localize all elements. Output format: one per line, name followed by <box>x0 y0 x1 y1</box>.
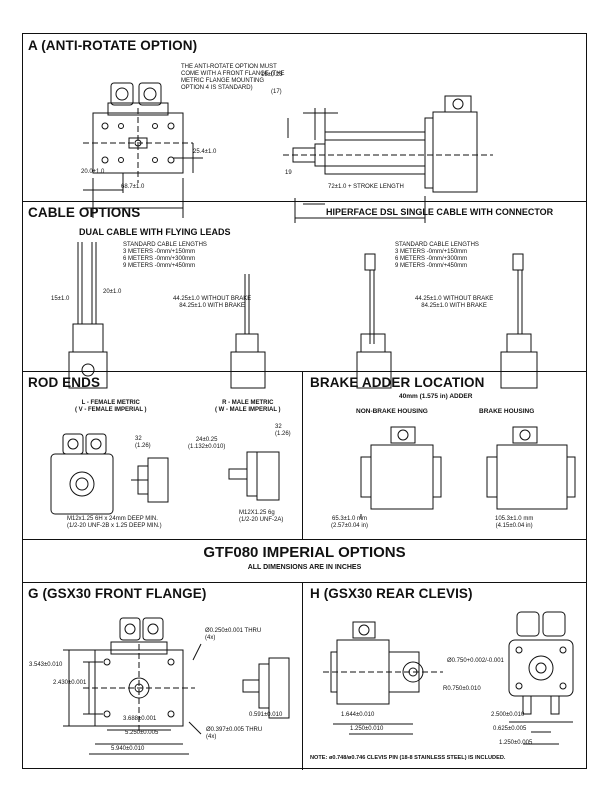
section-title: ROD ENDS <box>28 375 101 390</box>
section-title: G (GSX30 FRONT FLANGE) <box>28 586 207 601</box>
flange-drawing <box>23 604 303 764</box>
rod-ends-drawing <box>23 414 303 534</box>
cable-lengths-note: STANDARD CABLE LENGTHS 3 METERS -0mm/+15… <box>123 242 207 269</box>
divider <box>23 539 586 540</box>
dim-15: 15±1.0 <box>51 296 70 302</box>
brake-length-note: 44.25±1.0 WITHOUT BRAKE 84.25±1.0 WITH B… <box>173 296 252 309</box>
dim-17: (17) <box>271 89 282 95</box>
dim-1250b: 1.250±0.005 <box>499 740 533 746</box>
dim-19: 19 <box>285 170 292 176</box>
clevis-note: NOTE: ø0.748/ø0.746 CLEVIS PIN (18-8 STA… <box>310 755 506 761</box>
thru-250-note: Ø0.250±0.001 THRU (4x) <box>205 628 262 641</box>
imperial-subtitle: ALL DIMENSIONS ARE IN INCHES <box>247 564 362 571</box>
dim-1250a: 1.250±0.010 <box>350 726 384 732</box>
section-title: CABLE OPTIONS <box>28 205 141 220</box>
female-label: L - FEMALE METRIC ( V - FEMALE IMPERIAL … <box>75 400 147 413</box>
dim-24: 24±0.25 (1.132±0.010) <box>188 437 226 450</box>
cable-drawing <box>23 224 588 369</box>
dim-r0750: R0.750±0.010 <box>443 686 481 692</box>
dim-105-3: 105.3±1.0 mm (4.15±0.04 in) <box>495 516 534 529</box>
dim-15: 15±0.25 <box>261 72 283 78</box>
dim-3543: 3.543±0.010 <box>29 662 63 668</box>
dual-cable-title: DUAL CABLE WITH FLYING LEADS <box>79 227 231 237</box>
hiperface-title: HIPERFACE DSL SINGLE CABLE WITH CONNECTO… <box>326 207 554 217</box>
anti-rotate-note: THE ANTI-ROTATE OPTION MUST COME WITH A … <box>181 64 285 91</box>
dim-72: 72±1.0 + STROKE LENGTH <box>328 184 404 190</box>
divider <box>23 582 586 583</box>
brake-label: BRAKE HOUSING <box>479 408 535 415</box>
dim-0625: 0.625±0.005 <box>493 726 527 732</box>
section-title: BRAKE ADDER LOCATION <box>310 375 485 390</box>
clevis-drawing <box>303 604 588 754</box>
divider <box>23 371 586 372</box>
male-label: R - MALE METRIC ( W - MALE IMPERIAL ) <box>215 400 281 413</box>
dim-0750: Ø0.750+0.002/-0.001 <box>447 658 504 664</box>
brake-length-note-hiperface: 44.25±1.0 WITHOUT BRAKE 84.25±1.0 WITH B… <box>415 296 494 309</box>
dim-25-4: 25.4±1.0 <box>193 149 217 155</box>
female-thread-note: M12x1.25 6H x 24mm DEEP MIN. (1/2-20 UNF… <box>67 516 162 529</box>
male-thread-note: M12X1.25 6g (1/2-20 UNF-2A) <box>239 510 284 523</box>
cable-lengths-note-hiperface: STANDARD CABLE LENGTHS 3 METERS -0mm/+15… <box>395 242 479 269</box>
brake-adder-drawing <box>303 419 588 534</box>
dim-1644: 1.644±0.010 <box>341 712 375 718</box>
dim-0591: 0.591±0.010 <box>249 712 283 718</box>
dim-5940: 5.940±0.010 <box>111 746 145 752</box>
dim-32-b: 32 (1.26) <box>275 424 291 437</box>
thru-397-note: Ø0.397±0.005 THRU (4x) <box>206 727 263 740</box>
section-title: H (GSX30 REAR CLEVIS) <box>310 586 473 601</box>
dim-20: 20.0±1.0 <box>81 169 105 175</box>
section-title: A (ANTI-ROTATE OPTION) <box>28 38 198 53</box>
dim-2500: 2.500±0.010 <box>491 712 525 718</box>
dim-5250: 5.250±0.005 <box>125 730 159 736</box>
imperial-title: GTF080 IMPERIAL OPTIONS <box>203 544 406 561</box>
anti-rotate-drawing <box>63 58 583 198</box>
dim-65-3: 65.3±1.0 mm (2.57±0.04 in) <box>331 516 368 529</box>
drawing-sheet: A (ANTI-ROTATE OPTION) THE ANTI-ROTATE O… <box>22 33 588 770</box>
dim-68-7: 68.7±1.0 <box>121 184 145 190</box>
divider <box>302 582 303 770</box>
dim-20: 20±1.0 <box>103 289 122 295</box>
dim-3688: 3.688±0.001 <box>123 716 157 722</box>
brake-adder-subtitle: 40mm (1.575 in) ADDER <box>399 393 473 400</box>
dim-32: 32 (1.26) <box>135 436 151 449</box>
non-brake-label: NON-BRAKE HOUSING <box>356 408 428 415</box>
dim-2430: 2.430±0.001 <box>53 680 87 686</box>
divider <box>302 371 303 539</box>
divider <box>23 201 586 202</box>
